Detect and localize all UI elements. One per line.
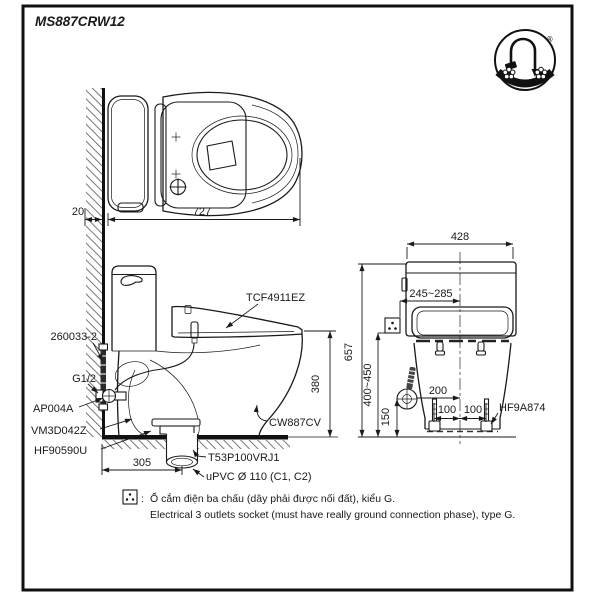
footnote: : Ổ cắm điện ba chấu (dây phải được nối … [122, 489, 515, 521]
bowl-front [258, 333, 303, 438]
dim-socket-height: 400~450 [362, 363, 374, 406]
flush-handle [120, 275, 143, 286]
label-bolt-cap: HF9A874 [499, 402, 545, 414]
stop-valve-icon [95, 388, 127, 404]
dim-rim-height: 380 [310, 375, 322, 393]
bowl-right-edge [499, 342, 512, 429]
label-bowl: CW887CV [269, 417, 322, 429]
dim-bolt-left: 100 [438, 404, 456, 416]
water-inlet [190, 321, 199, 339]
electrical-socket-icon [122, 489, 138, 505]
label-supply-hose: 260033-2 [51, 331, 98, 343]
side-view-labels: TCF4911EZ 260033-2 G1/2 AP004A VM3D042Z … [31, 292, 322, 483]
footnote-separator: : [141, 493, 144, 505]
nozzles [434, 341, 487, 356]
tank-side-button [401, 277, 408, 292]
faucet-icon [509, 37, 537, 69]
seat-front [411, 306, 514, 339]
supply-tab [117, 202, 144, 213]
label-washlet: TCF4911EZ [246, 292, 305, 304]
tank-plan [107, 95, 149, 212]
page-title: MS887CRW12 [35, 14, 125, 29]
wall-hatch [86, 88, 102, 437]
label-thread-size: G1/2 [72, 373, 96, 385]
hose-coil [114, 361, 150, 387]
lid-edge [251, 104, 299, 204]
dim-drain-offset: 305 [133, 457, 151, 469]
top-view-dims: 20 727 [72, 158, 301, 226]
floor-flange [151, 418, 201, 435]
footnote-english: Electrical 3 outlets socket (must have r… [150, 509, 515, 521]
drain-pipe [165, 433, 199, 469]
side-view: TCF4911EZ 260033-2 G1/2 AP004A VM3D042Z … [31, 265, 336, 483]
side-view-dims: 305 380 [101, 330, 336, 475]
dim-wall-gap: 20 [72, 206, 84, 218]
wall-line [102, 88, 105, 437]
front-view-dims: 428 245~285 657 400~450 150 200 100 100 … [343, 231, 545, 437]
dim-bolt-right: 100 [464, 404, 482, 416]
label-drain-pipe: uPVC Ø 110 (C1, C2) [206, 471, 312, 483]
label-stop-valve: AP004A [33, 403, 74, 415]
page-border [21, 4, 574, 592]
bowl-left-edge [413, 342, 426, 429]
dim-width: 428 [451, 231, 469, 243]
rim-inner [196, 119, 288, 191]
dim-valve-height: 150 [380, 408, 392, 426]
top-view: 20 727 [72, 91, 303, 226]
brand-logo-icon: ® [494, 29, 556, 91]
tank-plan-inner [111, 99, 145, 208]
footnote-vietnamese: Ổ cắm điện ba chấu (dây phải được nối đấ… [150, 492, 395, 505]
registered-mark: ® [546, 35, 554, 44]
label-drain-joint: T53P100VRJ1 [208, 452, 280, 464]
tank-side [111, 265, 157, 351]
front-view: 428 245~285 657 400~450 150 200 100 100 … [343, 231, 545, 444]
rim-outer [191, 115, 293, 195]
dim-length: 727 [193, 206, 211, 218]
flower-icon [502, 66, 516, 80]
dim-valve-offset: 200 [429, 385, 447, 397]
supply-hose [98, 343, 109, 411]
label-hose-connector: VM3D042Z [31, 425, 87, 437]
supply-valve-icon [396, 366, 418, 410]
label-flange: HF90590U [34, 445, 87, 457]
dim-total-height: 657 [343, 343, 355, 361]
hinge-strip [154, 103, 167, 207]
washlet-plan [160, 101, 247, 209]
seat-front-inner [416, 310, 509, 336]
bowl-body-plan [162, 91, 303, 217]
flush-button-plan [169, 178, 187, 196]
lid-window [206, 140, 237, 171]
basin-shape [495, 68, 555, 88]
washlet-hose [114, 342, 195, 391]
dim-socket-offset: 245~285 [409, 288, 452, 300]
flower-icon [534, 66, 548, 80]
hinge-nub [184, 305, 192, 314]
mount-cross-marks [171, 132, 181, 179]
electrical-socket-icon [384, 317, 401, 334]
